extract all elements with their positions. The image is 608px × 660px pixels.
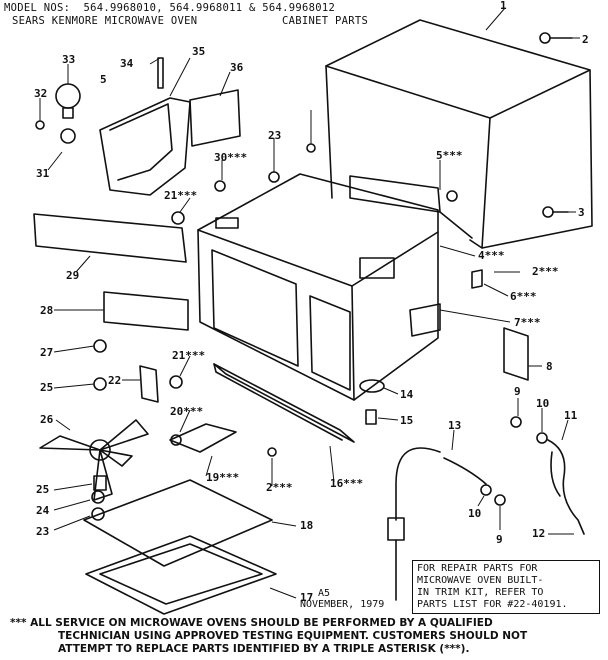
model-numbers: MODEL NOS: 564.9968010, 564.9968011 & 56… [4, 2, 336, 14]
drawing-date: NOVEMBER, 1979 [300, 599, 385, 610]
callout-2-asterisk: 2*** [532, 265, 559, 278]
callout-20: 20*** [170, 405, 204, 418]
callout-27: 27 [40, 346, 54, 359]
callout-23-top: 23 [268, 129, 282, 142]
service-warning: *** ALL SERVICE ON MICROWAVE OVENS SHOUL… [10, 617, 602, 656]
callout-10-bottom: 10 [468, 507, 482, 520]
callout-35: 35 [192, 45, 206, 58]
warning-line: *** ALL SERVICE ON MICROWAVE OVENS SHOUL… [10, 617, 493, 629]
note-line: PARTS LIST FOR #22-40191. [417, 599, 568, 610]
callout-5: 5 [100, 73, 107, 86]
callout-15: 15 [400, 414, 414, 427]
callout-31: 31 [36, 167, 50, 180]
callout-18: 18 [300, 519, 314, 532]
note-line: FOR REPAIR PARTS FOR [417, 563, 538, 574]
callout-36: 36 [230, 61, 244, 74]
callout-2-asterisk-bottom: 2*** [266, 481, 293, 494]
drawing-code: A5 [318, 588, 331, 599]
callout-4: 4*** [478, 249, 505, 262]
leader-lines [39, 7, 580, 599]
callout-21-top: 21*** [164, 189, 198, 202]
callout-8: 8 [546, 360, 553, 373]
cabinet-wrapper [325, 19, 593, 249]
screw-3 [542, 206, 554, 218]
callout-30: 30*** [214, 151, 248, 164]
screw-5 [306, 143, 316, 153]
callout-1: 1 [500, 0, 507, 12]
section-title: CABINET PARTS [282, 15, 369, 27]
callout-21-mid: 21*** [172, 349, 206, 362]
callout-23-bottom: 23 [36, 525, 50, 538]
callout-32: 32 [34, 87, 48, 100]
note-line: MICROWAVE OVEN BUILT- [417, 575, 544, 586]
callout-22: 22 [108, 374, 122, 387]
callout-6: 6*** [510, 290, 537, 303]
note-line: IN TRIM KIT, REFER TO [417, 587, 544, 598]
callout-25-top: 25 [40, 381, 54, 394]
callout-13: 13 [448, 419, 462, 432]
warning-line: ATTEMPT TO REPLACE PARTS IDENTIFIED BY A… [58, 643, 470, 655]
callout-25-bottom: 25 [36, 483, 50, 496]
callout-2: 2 [582, 33, 589, 46]
callout-28: 28 [40, 304, 54, 317]
callout-9-top: 9 [514, 385, 521, 398]
callout-7: 7*** [514, 316, 541, 329]
callout-11: 11 [564, 409, 578, 422]
callout-34: 34 [120, 57, 134, 70]
callout-24: 24 [36, 504, 50, 517]
oven-brand-title: SEARS KENMORE MICROWAVE OVEN [12, 15, 198, 27]
callout-12: 12 [532, 527, 546, 540]
warning-line: TECHNICIAN USING APPROVED TESTING EQUIPM… [58, 630, 528, 642]
callout-3: 3 [578, 206, 585, 219]
callout-10-top: 10 [536, 397, 550, 410]
callout-9-bottom: 9 [496, 533, 503, 546]
screw-2 [539, 32, 551, 44]
callout-17: 17 [300, 591, 314, 604]
callout-19: 19*** [206, 471, 240, 484]
trim-kit-note: FOR REPAIR PARTS FOR MICROWAVE OVEN BUIL… [412, 560, 600, 614]
callout-14: 14 [400, 388, 414, 401]
callout-5-asterisk: 5*** [436, 149, 463, 162]
callout-16: 16*** [330, 477, 364, 490]
callout-26: 26 [40, 413, 54, 426]
callout-29: 29 [66, 269, 80, 282]
callout-33: 33 [62, 53, 76, 66]
